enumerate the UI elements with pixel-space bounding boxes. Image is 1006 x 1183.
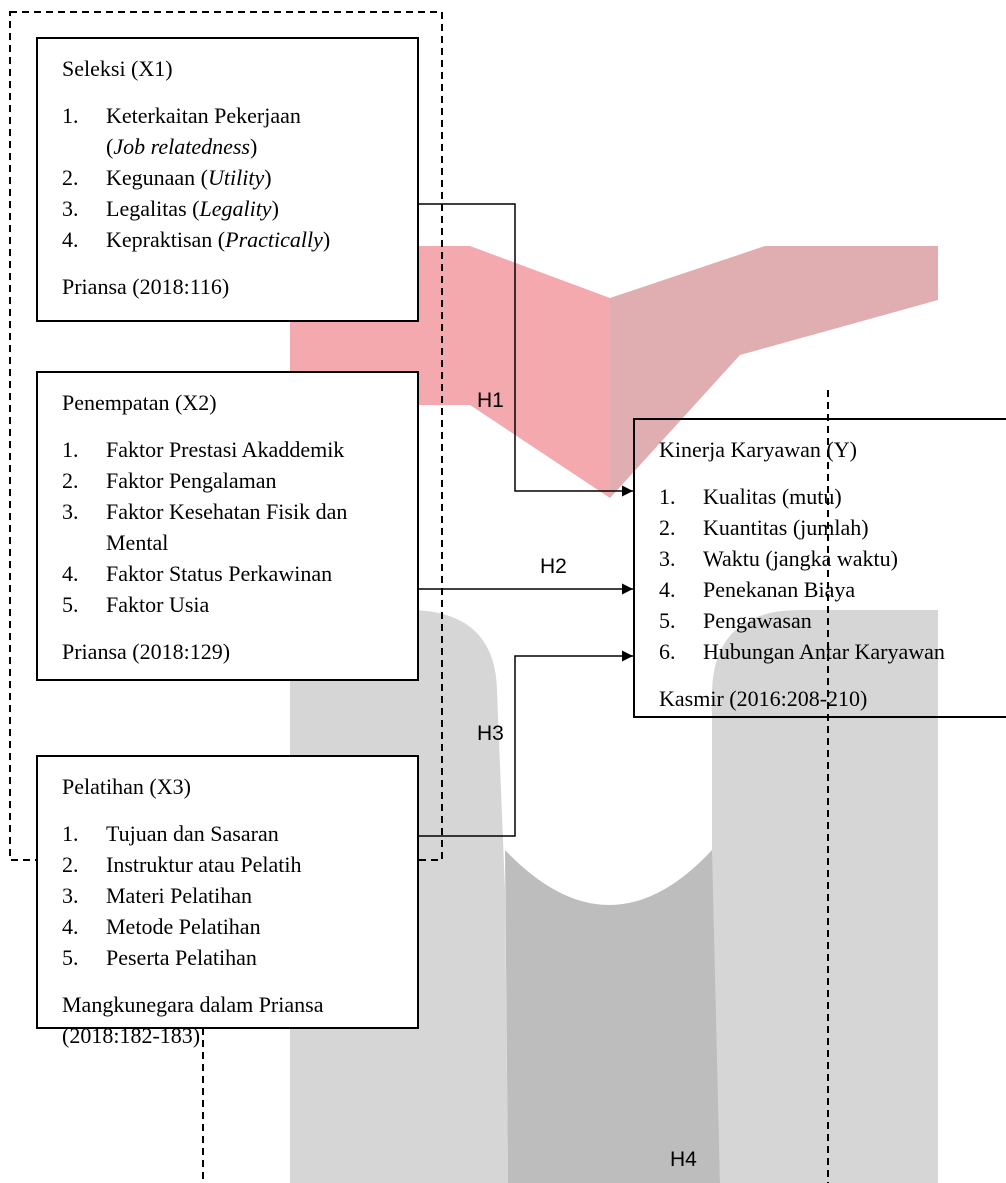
h2-label: H2: [540, 555, 567, 578]
item-text: Faktor Usia: [106, 592, 210, 617]
list-item: 2. Instruktur atau Pelatih: [62, 849, 417, 880]
item-number: 3.: [62, 196, 79, 221]
item-number: 4.: [62, 561, 79, 586]
x1-indicator-list: 1. Keterkaitan Pekerjaan (Job relatednes…: [62, 100, 417, 255]
list-item: 4. Faktor Status Perkawinan: [62, 558, 417, 589]
item-number: 2.: [62, 468, 79, 493]
item-number: 1.: [659, 484, 676, 509]
list-item: 3. Materi Pelatihan: [62, 880, 417, 911]
list-item: 1. Kualitas (mutu): [659, 481, 1006, 512]
list-item: 3. Faktor Kesehatan Fisik dan Mental: [62, 496, 417, 558]
item-number: 4.: [659, 577, 676, 602]
item-text: Faktor Prestasi Akaddemik: [106, 437, 345, 462]
x3-title: Pelatihan (X3): [62, 774, 191, 799]
x2-indicator-list: 1. Faktor Prestasi Akaddemik 2. Faktor Pen…: [62, 434, 417, 620]
item-text-italic: Legality: [199, 196, 272, 221]
item-text-suffix: ): [249, 134, 258, 159]
x1-title: Seleksi (X1): [62, 56, 173, 81]
x1-source: Priansa (2018:116): [62, 274, 230, 299]
item-text: Faktor Pengalaman: [106, 468, 277, 493]
item-text: Hubungan Antar Karyawan: [703, 639, 945, 664]
item-number: 2.: [659, 515, 676, 540]
item-text: Materi Pelatihan: [106, 883, 253, 908]
h3-arrow: [419, 650, 633, 837]
item-number: 1.: [62, 437, 79, 462]
list-item: 2. Kegunaan (Utility): [62, 162, 417, 193]
item-number: 2.: [62, 165, 79, 190]
performance-box-y: Kinerja Karyawan (Y) 1. Kualitas (mutu) 2…: [633, 418, 1006, 718]
item-number: 3.: [659, 546, 676, 571]
item-number: 1.: [62, 821, 79, 846]
placement-box-x2: Penempatan (X2) 1. Faktor Prestasi Akadde…: [36, 371, 419, 681]
item-number: 2.: [62, 852, 79, 877]
item-number: 1.: [62, 103, 79, 128]
h1-arrow: [419, 203, 633, 497]
item-text: Waktu (jangka waktu): [703, 546, 898, 571]
x2-title: Penempatan (X2): [62, 390, 217, 415]
item-text-italic: Utility: [208, 165, 265, 190]
item-text: Legalitas (: [106, 196, 200, 221]
item-text: Pengawasan: [703, 608, 812, 633]
list-item: 5. Pengawasan: [659, 605, 1006, 636]
item-text: Tujuan dan Sasaran: [106, 821, 279, 846]
item-number: 5.: [659, 608, 676, 633]
item-text: Keterkaitan Pekerjaan: [106, 103, 301, 128]
item-number: 3.: [62, 499, 79, 524]
item-number: 5.: [62, 592, 79, 617]
list-item: 6. Hubungan Antar Karyawan: [659, 636, 1006, 667]
h3-label: H3: [477, 722, 504, 745]
list-item: 2. Kuantitas (jumlah): [659, 512, 1006, 543]
item-text: Peserta Pelatihan: [106, 945, 257, 970]
item-text-italic: Practically: [225, 227, 323, 252]
list-item: 1. Keterkaitan Pekerjaan (Job relatednes…: [62, 100, 417, 162]
item-text: Kegunaan (: [106, 165, 209, 190]
list-item: 2. Faktor Pengalaman: [62, 465, 417, 496]
item-text: Faktor Kesehatan Fisik dan Mental: [106, 499, 348, 555]
list-item: 4. Metode Pelatihan: [62, 911, 417, 942]
selection-box-x1: Seleksi (X1) 1. Keterkaitan Pekerjaan (J…: [36, 37, 419, 322]
y-title: Kinerja Karyawan (Y): [659, 437, 857, 462]
list-item: 3. Legalitas (Legality): [62, 193, 417, 224]
list-item: 1. Tujuan dan Sasaran: [62, 818, 417, 849]
list-item: 3. Waktu (jangka waktu): [659, 543, 1006, 574]
list-item: 4. Penekanan Biaya: [659, 574, 1006, 605]
item-text: Instruktur atau Pelatih: [106, 852, 302, 877]
h4-label: H4: [670, 1148, 697, 1171]
independent-variables-group: [9, 11, 443, 861]
item-number: 5.: [62, 945, 79, 970]
item-text: Kuantitas (jumlah): [703, 515, 869, 540]
training-box-x3: Pelatihan (X3) 1. Tujuan dan Sasaran 2. In…: [36, 755, 419, 1048]
y-indicator-list: 1. Kualitas (mutu) 2. Kuantitas (jumlah) 3…: [659, 481, 1006, 667]
y-source: Kasmir (2016:208-210): [659, 686, 868, 711]
item-text: Kualitas (mutu): [703, 484, 842, 509]
x3-indicator-list: 1. Tujuan dan Sasaran 2. Instruktur atau P…: [62, 818, 417, 973]
list-item: 4. Kepraktisan (Practically): [62, 224, 417, 255]
list-item: 5. Peserta Pelatihan: [62, 942, 417, 973]
item-number: 6.: [659, 639, 676, 664]
item-text-prefix: (: [106, 134, 114, 159]
x3-source: Mangkunegara dalam Priansa (2018:182-183…: [62, 992, 324, 1048]
item-number: 3.: [62, 883, 79, 908]
list-item: 1. Faktor Prestasi Akaddemik: [62, 434, 417, 465]
item-text: Metode Pelatihan: [106, 914, 261, 939]
item-text-suffix: ): [271, 196, 279, 221]
item-text-suffix: ): [264, 165, 272, 190]
item-number: 4.: [62, 914, 79, 939]
item-text: Penekanan Biaya: [703, 577, 856, 602]
item-text-italic: Job relatedness: [113, 134, 250, 159]
list-item: 5. Faktor Usia: [62, 589, 417, 620]
h1-label: H1: [477, 389, 504, 412]
item-number: 4.: [62, 227, 79, 252]
x2-source: Priansa (2018:129): [62, 639, 231, 664]
item-text: Faktor Status Perkawinan: [106, 561, 333, 586]
item-text: Kepraktisan (: [106, 227, 226, 252]
item-text-suffix: ): [322, 227, 331, 252]
